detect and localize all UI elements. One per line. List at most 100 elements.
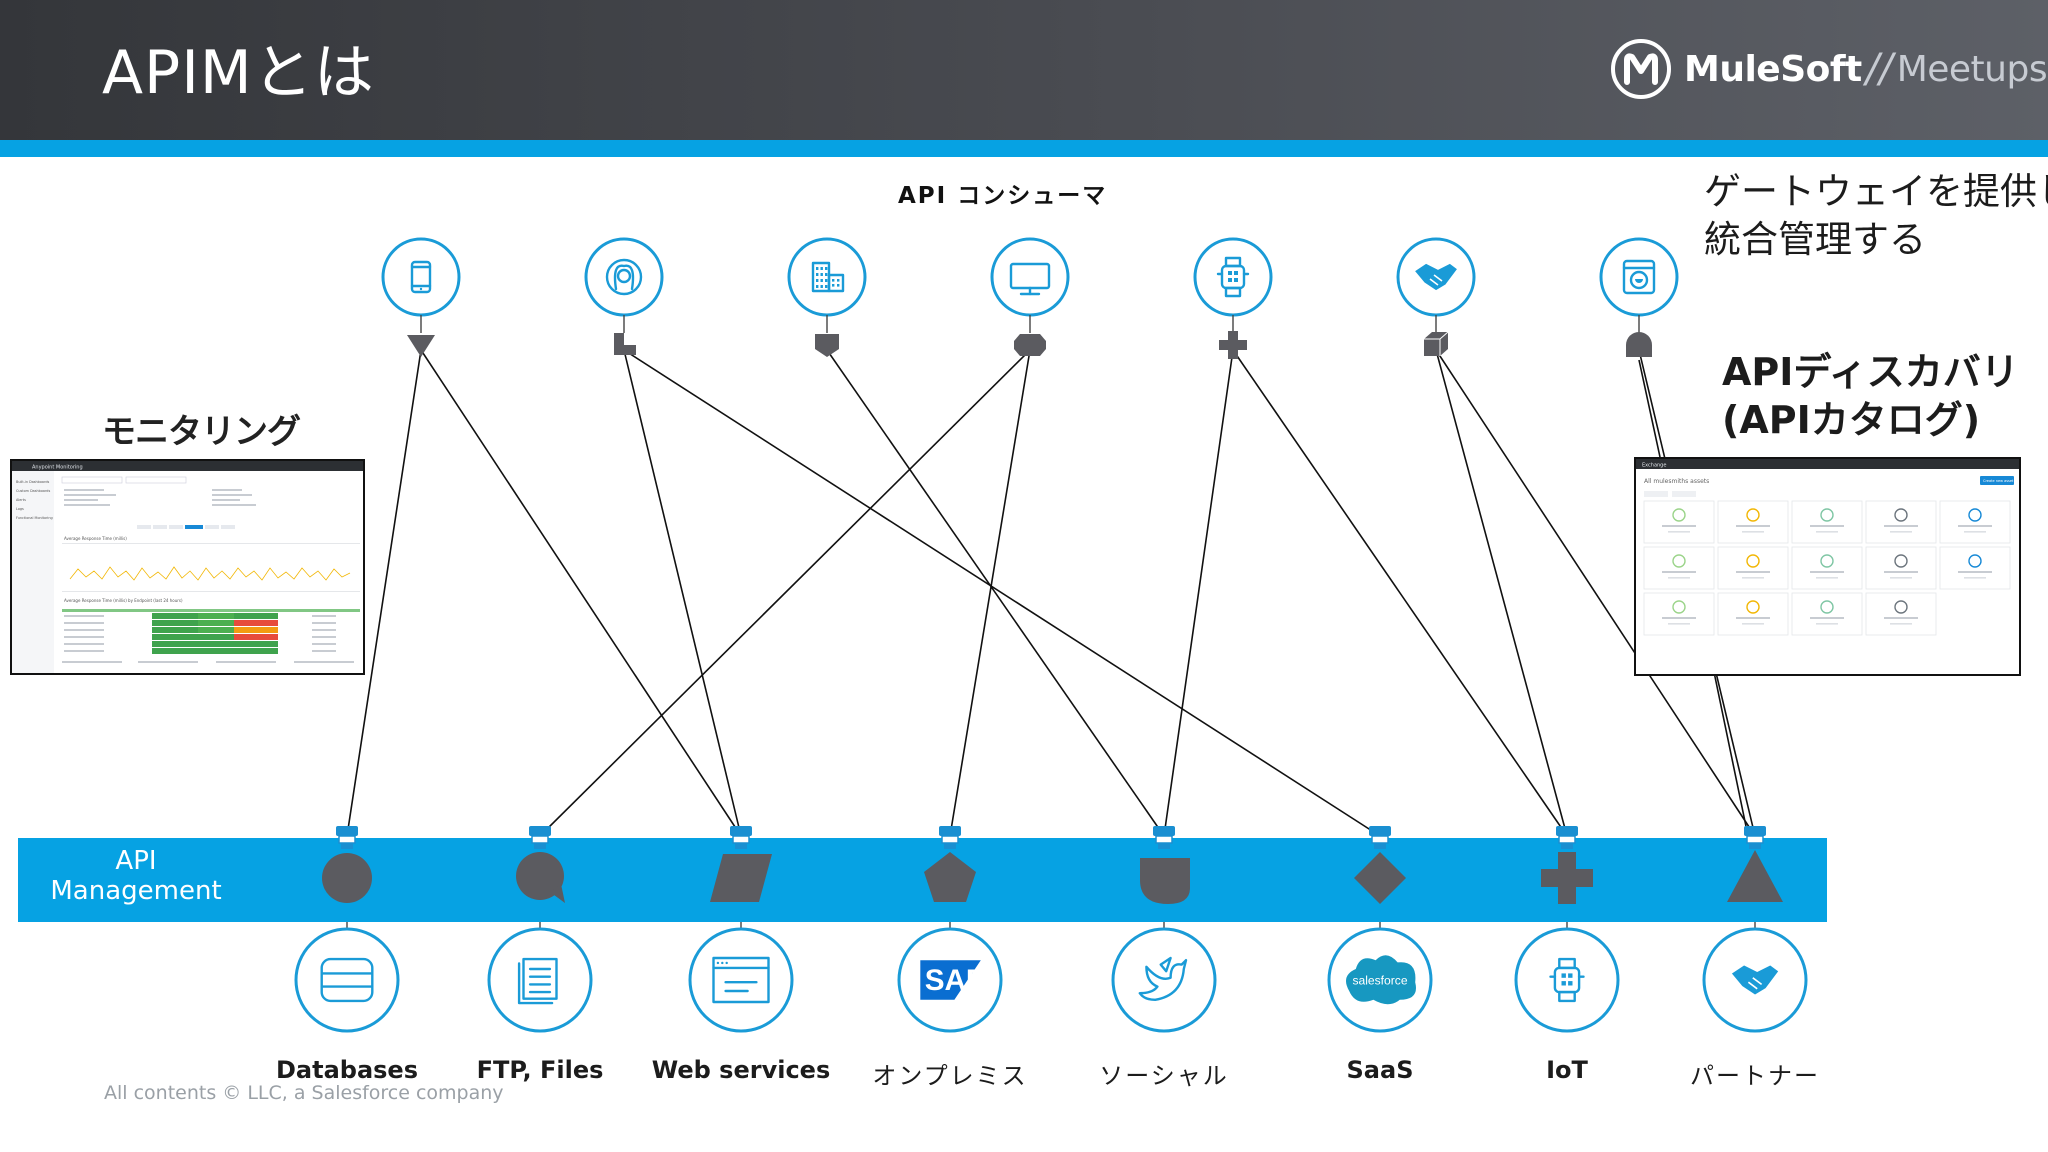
file-ring	[487, 927, 593, 1033]
slide-title: APIMとは	[102, 38, 375, 108]
mulesoft-meetups-logo: MuleSoft // Meetups	[1610, 34, 2048, 104]
connection-line	[826, 349, 1165, 837]
catalog-card-icon	[1672, 508, 1686, 522]
connector-triangle	[407, 335, 435, 357]
desktop-monitor-icon	[1009, 262, 1051, 296]
provider-label: Databases	[275, 1056, 418, 1084]
database-icon	[320, 957, 374, 1003]
consumer-smartwatch-node	[1193, 237, 1273, 359]
bar-shape-diamond	[1354, 852, 1406, 904]
monitoring-screenshot-art: Anypoint Monitoring Built-in DashboardsC…	[12, 461, 363, 673]
catalog-card	[1717, 546, 1789, 590]
provider-label: SaaS	[1346, 1056, 1414, 1084]
monitoring-sidebar-item: Custom Dashboards	[16, 489, 50, 493]
provider-label: ソーシャル	[1099, 1062, 1229, 1090]
monitoring-chart-title: Average Response Time (millis)	[64, 536, 127, 541]
api-catalog-label: APIディスカバリ (APIカタログ)	[1722, 348, 2019, 444]
smartwatch-ring	[1514, 927, 1620, 1033]
svg-text:salesforce: salesforce	[1352, 973, 1407, 987]
monitoring-window-title: Anypoint Monitoring	[32, 465, 83, 471]
monitoring-table-title: Average Response Time (millis) by Endpoi…	[64, 598, 183, 603]
salesforce-cloud-icon: salesforce	[1346, 955, 1416, 1005]
catalog-card-icon	[1672, 600, 1686, 614]
api-catalog-label-line2: (APIカタログ)	[1722, 398, 1981, 442]
catalog-card	[1865, 546, 1937, 590]
mulesoft-logo-icon	[1611, 39, 1671, 99]
provider-file-node	[487, 826, 593, 1033]
catalog-card	[1717, 500, 1789, 544]
catalog-cards	[1643, 500, 2011, 636]
slide-header	[0, 0, 2048, 140]
monitoring-sidebar-item: Functional Monitoring	[16, 516, 53, 520]
api-catalog-label-line1: APIディスカバリ	[1722, 350, 2019, 394]
connection-line	[1163, 349, 1234, 837]
smartwatch-icon	[1216, 256, 1250, 298]
api-management-label-line2: Management	[50, 876, 222, 906]
file-icon	[517, 957, 558, 1005]
copyright-notice: All contents © LLC, a Salesforce company	[104, 1082, 504, 1104]
social-bird-ring	[1111, 927, 1217, 1033]
provider-icons: SAP salesforce	[294, 826, 1808, 1033]
catalog-card-icon	[1968, 554, 1982, 568]
provider-label: Web services	[651, 1056, 831, 1084]
sap-logo-icon: SAP	[920, 960, 986, 1000]
monitoring-sidebar-item: Alerts	[16, 498, 26, 502]
table-row	[64, 629, 104, 631]
provider-handshake-node	[1702, 826, 1808, 1033]
catalog-link-line	[1713, 671, 1749, 837]
connection-line	[1435, 349, 1756, 837]
logo-event-text: Meetups	[1896, 48, 2048, 90]
consumer-desktop-monitor-node	[990, 237, 1070, 356]
connector-l-shape	[614, 333, 636, 355]
connector-pentagon	[815, 334, 839, 357]
catalog-card-icon	[1894, 600, 1908, 614]
catalog-card-icon	[1820, 600, 1834, 614]
provider-smartwatch-node	[1514, 826, 1620, 1033]
catalog-card	[1939, 500, 2011, 544]
api-catalog-screenshot: Exchange All mulesmiths assets Create ne…	[1634, 457, 2021, 676]
bar-shape-pentagon	[924, 852, 976, 902]
table-row	[64, 615, 104, 617]
provider-label: FTP, Files	[476, 1056, 604, 1084]
catalog-search-text: All mulesmiths assets	[1644, 478, 1709, 485]
social-bird-icon	[1138, 956, 1188, 1001]
catalog-card	[1865, 500, 1937, 544]
provider-salesforce-cloud-node: salesforce	[1327, 826, 1433, 1033]
api-management-bar	[18, 838, 1827, 922]
catalog-card-icon	[1672, 554, 1686, 568]
sap-logo-ring: SAP	[897, 927, 1003, 1033]
provider-sap-logo-node: SAP	[897, 826, 1003, 1033]
catalog-card	[1717, 592, 1789, 636]
connector-octagon	[1014, 334, 1046, 356]
catalog-card-icon	[1968, 508, 1982, 522]
provider-browser-window-node	[688, 826, 794, 1033]
consumer-handshake-node	[1396, 237, 1476, 356]
catalog-card-icon	[1894, 554, 1908, 568]
database-ring	[294, 927, 400, 1033]
provider-label: IoT	[1546, 1056, 1588, 1084]
monitoring-label: モニタリング	[102, 412, 301, 452]
api-management-label: API Management	[18, 846, 254, 906]
consumer-smartphone-node	[381, 237, 461, 357]
catalog-card	[1643, 592, 1715, 636]
table-row	[64, 636, 104, 638]
catalog-card	[1791, 592, 1863, 636]
bar-shape-speech-bubble	[516, 852, 565, 903]
office-building-icon	[811, 261, 845, 293]
table-row	[64, 650, 104, 652]
handshake-ring	[1702, 927, 1808, 1033]
catalog-card	[1643, 546, 1715, 590]
catalog-card-icon	[1746, 600, 1760, 614]
catalog-card	[1643, 500, 1715, 544]
catalog-create-button: Create new asset	[1983, 479, 2014, 483]
catalog-card	[1865, 592, 1937, 636]
connector-plus	[1219, 331, 1247, 359]
gateway-note-line1: ゲートウェイを提供して	[1704, 170, 2048, 213]
svg-text:SAP: SAP	[925, 964, 986, 997]
catalog-card	[1791, 500, 1863, 544]
catalog-card-icon	[1746, 508, 1760, 522]
connection-line	[623, 349, 1381, 837]
